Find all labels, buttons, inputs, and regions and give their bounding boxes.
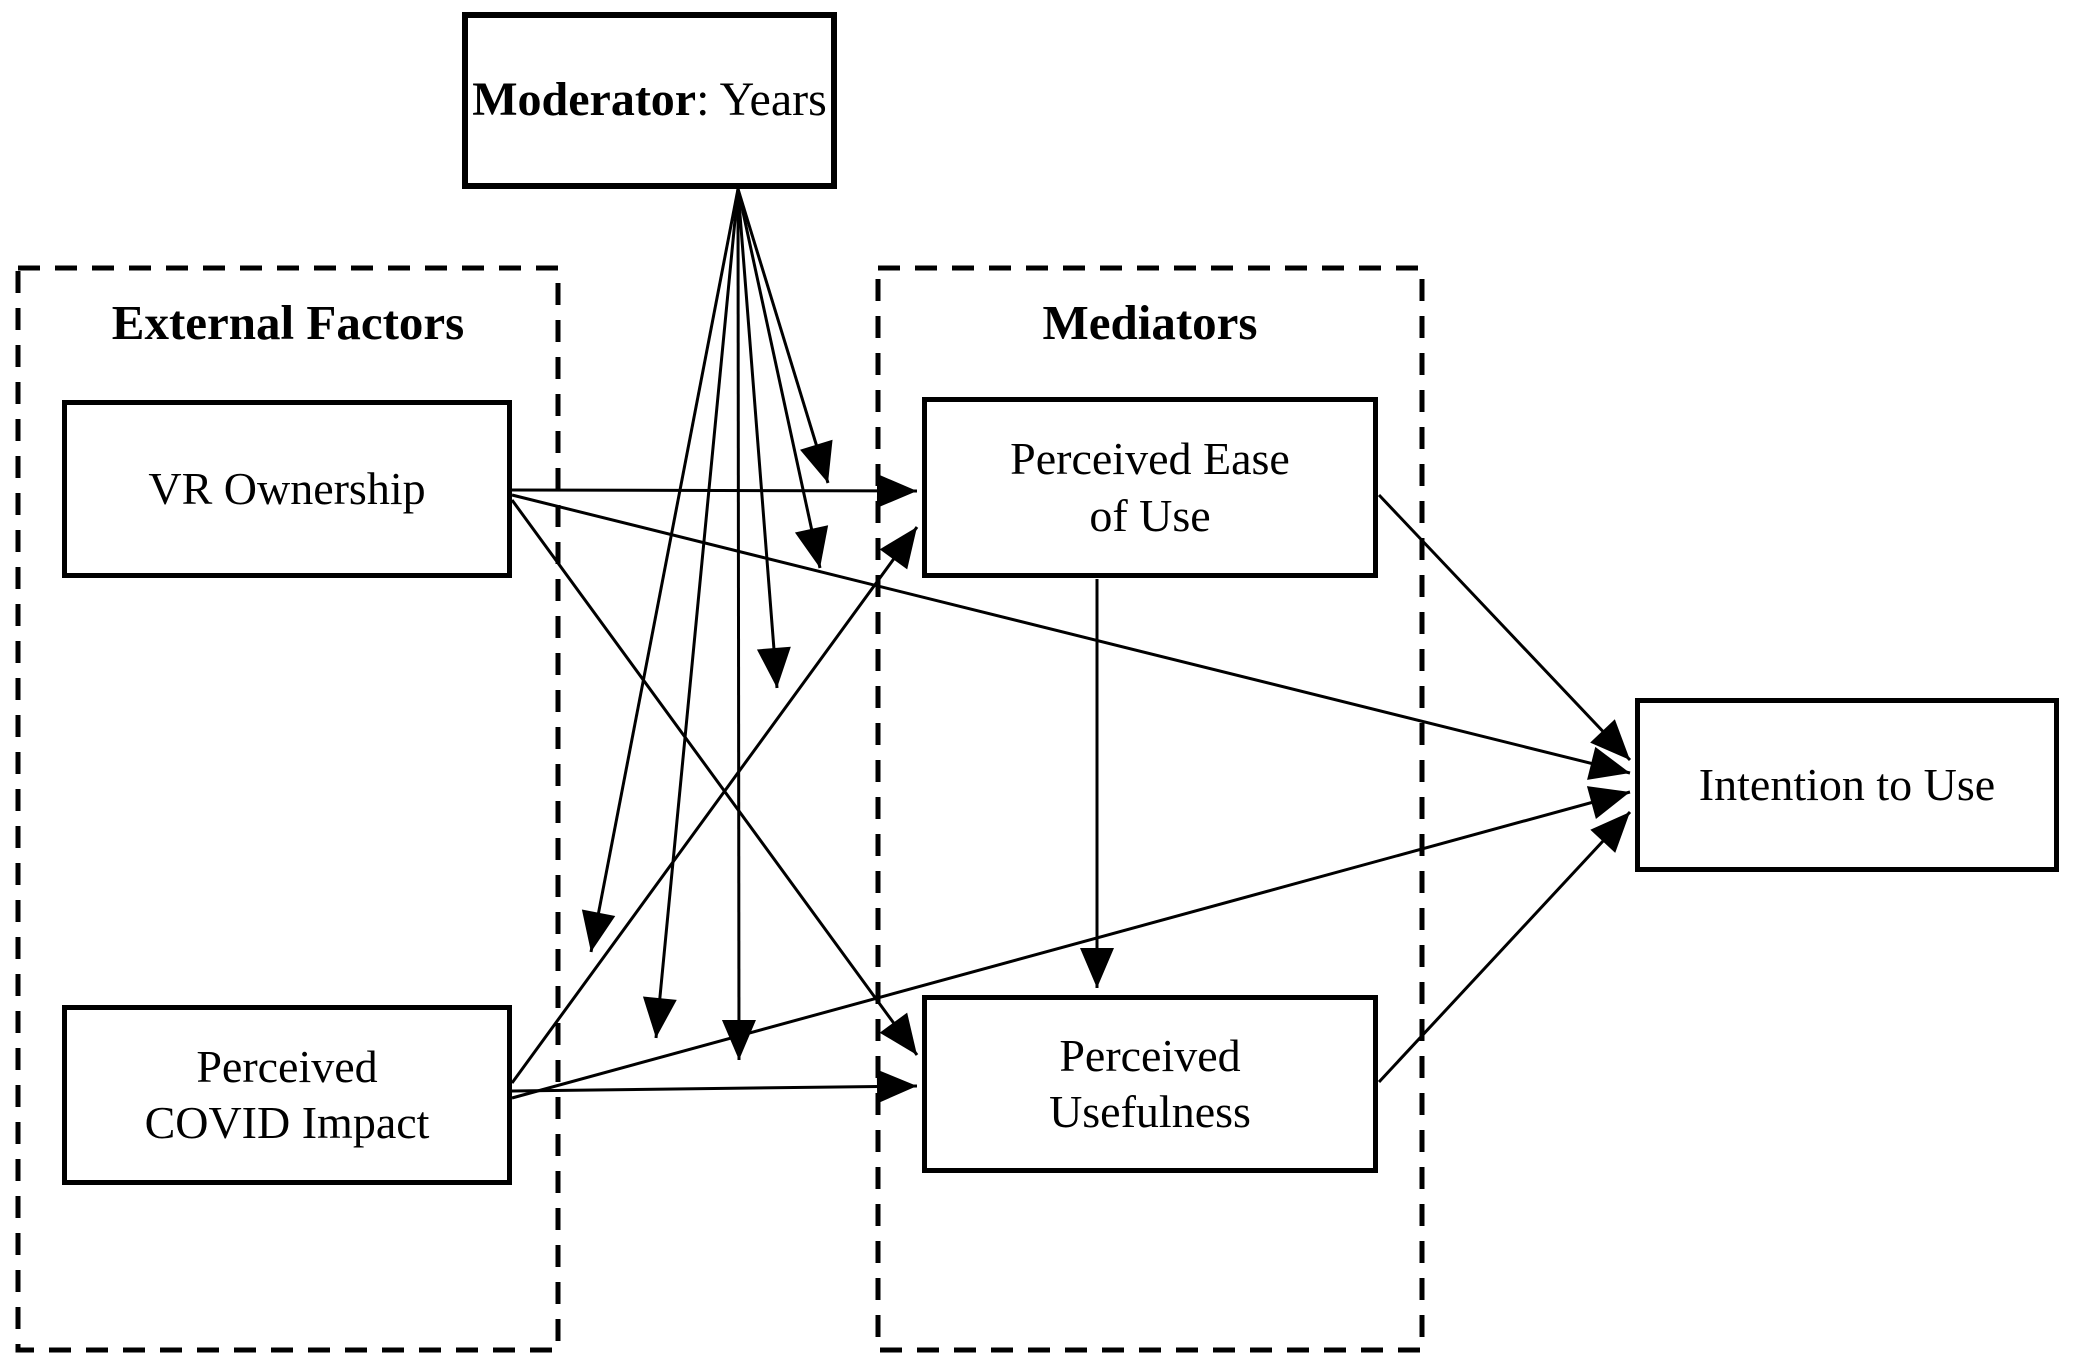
arrow-mod-on-covid-pu: [721, 188, 756, 1061]
intention-to-use-label: Intention to Use: [1698, 758, 1996, 810]
mediators-group-border: [875, 265, 1425, 1353]
moderator-box: Moderator: Years: [462, 12, 837, 189]
arrow-pu-to-intention: [1377, 810, 1632, 1084]
arrow-vro-to-intention: [511, 493, 1631, 780]
arrow-mod-on-vro-intention: [736, 188, 829, 569]
perceived-ease-of-use-box: Perceived Ease of Use: [922, 397, 1378, 578]
arrow-covid-to-pu: [511, 1069, 918, 1104]
dashed-group-borders: [15, 265, 1425, 1353]
arrow-mod-on-vro-peou: [736, 188, 833, 484]
external-factors-group-title: External Factors: [111, 295, 465, 350]
perceived-covid-impact-label: Perceived COVID Impact: [144, 1040, 430, 1148]
external-group-border: [15, 265, 561, 1353]
perceived-usefulness-label: Perceived Usefulness: [1049, 1029, 1251, 1137]
arrow-covid-to-peou: [510, 526, 919, 1084]
mediators-group-title: Mediators: [1042, 295, 1258, 350]
arrow-peou-to-intention: [1377, 493, 1632, 762]
arrow-mod-on-covid-intention: [642, 188, 740, 1039]
arrow-vro-to-peou: [511, 473, 918, 508]
perceived-ease-of-use-label: Perceived Ease of Use: [1010, 433, 1290, 541]
arrow-mod-on-covid-peou-b: [581, 188, 740, 953]
perceived-usefulness-box: Perceived Usefulness: [922, 995, 1378, 1173]
perceived-covid-impact-box: Perceived COVID Impact: [62, 1005, 512, 1185]
arrow-vro-to-pu: [510, 499, 919, 1056]
arrow-mod-on-covid-peou-a: [736, 188, 791, 689]
intention-to-use-box: Intention to Use: [1635, 698, 2059, 872]
vr-ownership-box: VR Ownership: [62, 400, 512, 578]
arrow-covid-to-intention: [511, 786, 1631, 1100]
path-arrows: [510, 188, 1632, 1104]
moderator-label: Moderator: Years: [472, 73, 827, 127]
vr-ownership-label: VR Ownership: [148, 462, 426, 514]
